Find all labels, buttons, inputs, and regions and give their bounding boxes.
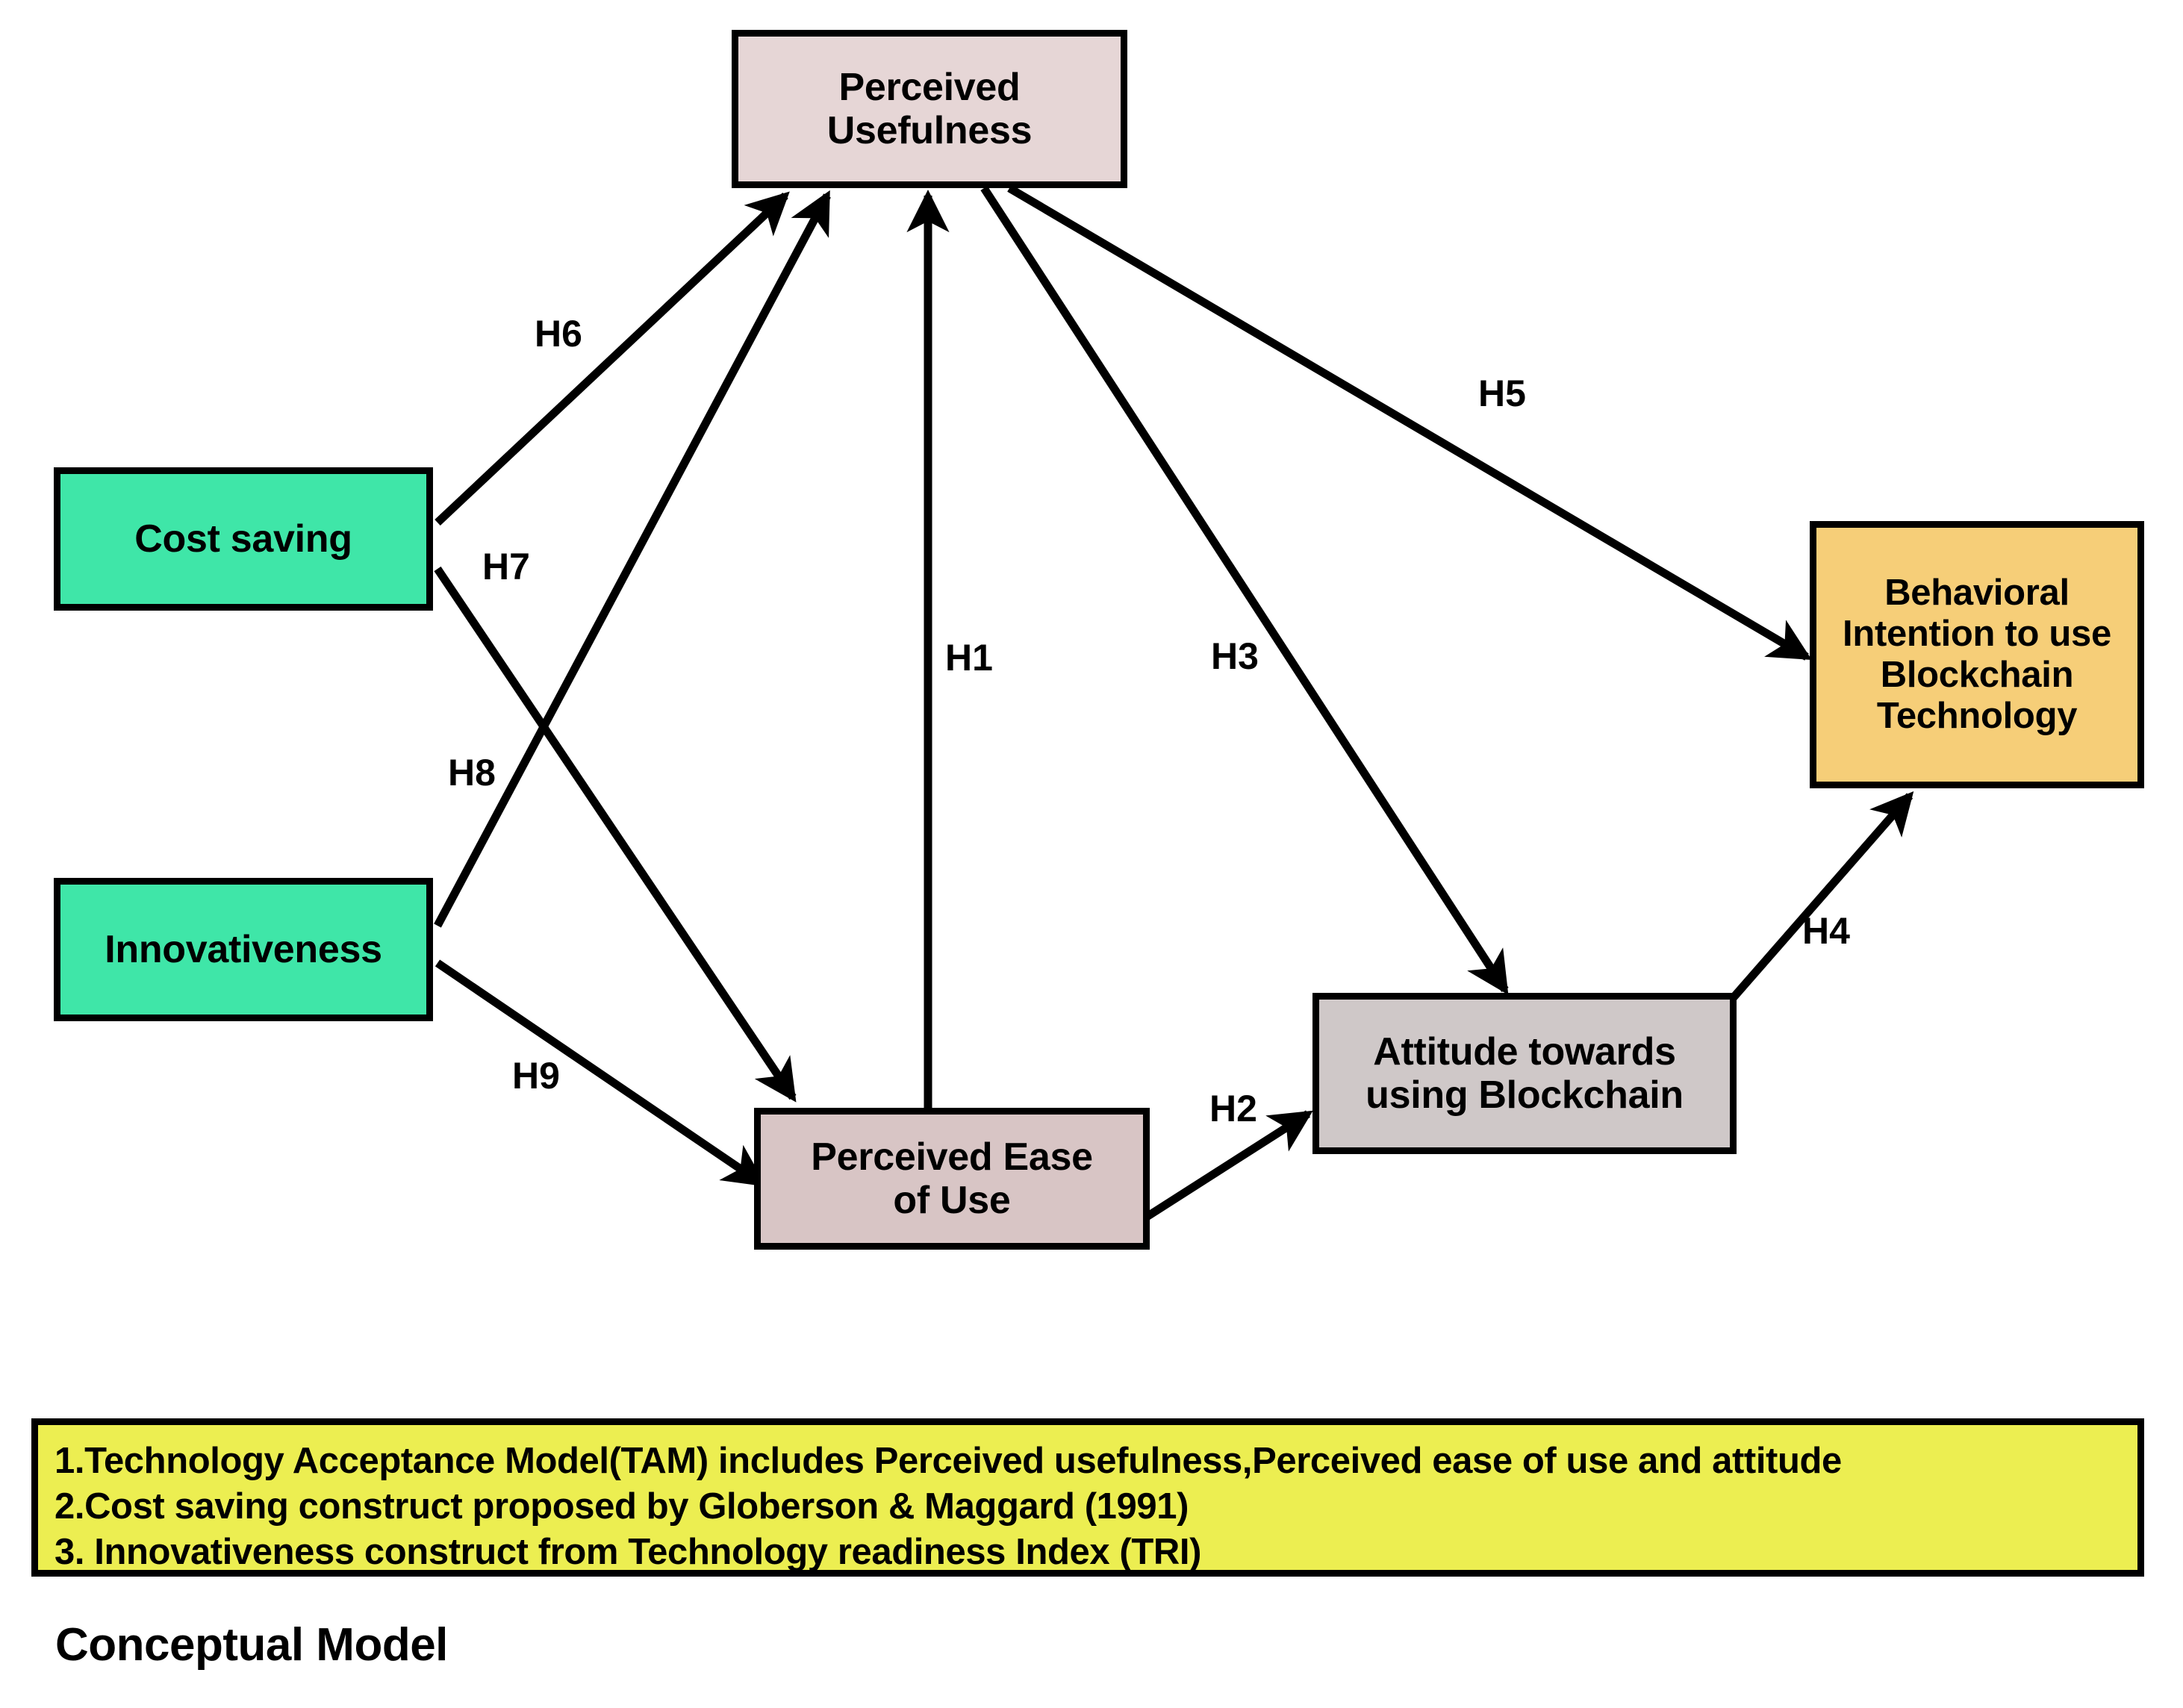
node-perceived-usefulness-label: Perceived Usefulness: [812, 66, 1047, 152]
node-perceived-ease-of-use[interactable]: Perceived Ease of Use: [754, 1108, 1150, 1250]
node-behavioral-intention-line4: Technology: [1876, 695, 2078, 736]
figure-caption: Conceptual Model: [55, 1619, 448, 1671]
edge-label-h7: H7: [482, 546, 530, 587]
edge-h9: [435, 959, 767, 1187]
node-attitude-line1: Attitude towards: [1373, 1029, 1676, 1073]
node-perceived-ease-of-use-label: Perceived Ease of Use: [796, 1135, 1107, 1222]
node-behavioral-intention-line3: Blockchain: [1880, 655, 2074, 695]
node-perceived-usefulness-line2: Usefulness: [826, 109, 1033, 152]
edge-h5: [1007, 184, 1812, 661]
node-cost-saving[interactable]: Cost saving: [54, 467, 433, 611]
node-behavioral-intention-line2: Intention to use: [1843, 614, 2111, 655]
node-attitude-label: Attitude towards using Blockchain: [1351, 1030, 1698, 1117]
edge-h4: [1730, 791, 1914, 1000]
note-line-1: 1.Technology Acceptance Model(TAM) inclu…: [55, 1441, 1842, 1481]
edge-h7: [434, 566, 797, 1103]
node-attitude-line2: using Blockchain: [1365, 1073, 1684, 1117]
node-behavioral-intention-label: Behavioral Intention to use Blockchain T…: [1828, 573, 2126, 737]
node-perceived-usefulness[interactable]: Perceived Usefulness: [732, 30, 1127, 188]
node-attitude-towards-using-blockchain[interactable]: Attitude towards using Blockchain: [1312, 993, 1737, 1154]
edge-label-h3: H3: [1211, 635, 1259, 677]
node-perceived-ease-of-use-line2: of Use: [893, 1179, 1011, 1222]
node-innovativeness-label: Innovativeness: [105, 927, 382, 971]
edge-label-h8: H8: [448, 752, 496, 794]
edge-label-h6: H6: [535, 313, 582, 355]
edge-label-h2: H2: [1209, 1088, 1257, 1129]
edge-h3: [980, 186, 1509, 995]
notes-box: 1.Technology Acceptance Model(TAM) inclu…: [31, 1418, 2144, 1577]
note-line-2: 2.Cost saving construct proposed by Glob…: [55, 1486, 1189, 1527]
node-perceived-usefulness-line1: Perceived: [838, 65, 1021, 109]
note-line-3: 3. Innovativeness construct from Technol…: [55, 1531, 1201, 1572]
node-perceived-ease-of-use-line1: Perceived Ease: [811, 1135, 1093, 1179]
edge-label-h1: H1: [945, 637, 993, 679]
node-behavioral-intention[interactable]: Behavioral Intention to use Blockchain T…: [1810, 521, 2144, 788]
node-innovativeness[interactable]: Innovativeness: [54, 878, 433, 1021]
node-cost-saving-label: Cost saving: [134, 517, 352, 561]
node-behavioral-intention-line1: Behavioral: [1884, 573, 2070, 614]
edge-label-h5: H5: [1478, 373, 1526, 414]
edge-label-h4: H4: [1802, 910, 1850, 952]
edge-label-h9: H9: [512, 1055, 560, 1097]
edge-h6: [435, 191, 790, 526]
